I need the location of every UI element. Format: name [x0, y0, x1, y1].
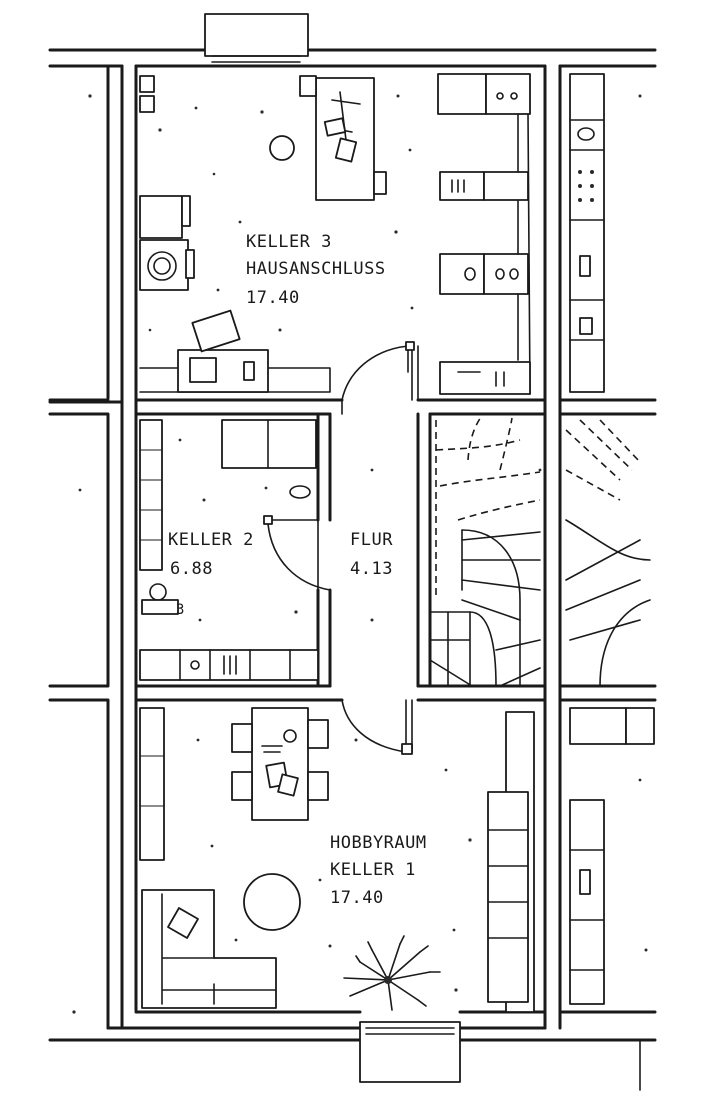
door-swing-icon — [341, 699, 413, 755]
room-area: 6.88 — [170, 559, 213, 579]
keller-3-furniture — [139, 73, 531, 395]
table-icon — [231, 707, 329, 821]
hobbyraum-furniture — [139, 707, 535, 1013]
room-subtitle: HAUSANSCHLUSS — [246, 259, 386, 279]
window-icon — [204, 13, 309, 63]
table-icon — [299, 75, 387, 201]
room-area: 17.40 — [330, 888, 384, 908]
room-subtitle: KELLER 1 — [330, 860, 416, 880]
neighbour-furniture — [569, 73, 655, 1091]
room-label-keller-2: KELLER 2 6.88 — [168, 530, 254, 579]
room-name: KELLER 3 — [246, 232, 332, 252]
room-name: KELLER 2 — [168, 530, 254, 550]
plant-icon — [343, 935, 441, 1011]
keller-2-furniture: 3 — [139, 419, 319, 681]
texture-specks — [72, 94, 648, 1014]
door-swing-icon — [263, 515, 331, 591]
room-label-hobbyraum: HOBBYRAUM KELLER 1 17.40 — [330, 833, 427, 908]
sofa-icon — [141, 889, 277, 1009]
room-label-flur: FLUR 4.13 — [350, 530, 393, 579]
room-name: HOBBYRAUM — [330, 833, 427, 853]
stair-icon — [429, 417, 541, 687]
room-area: 17.40 — [246, 288, 300, 308]
walls — [48, 48, 657, 1042]
window-icon — [359, 1021, 461, 1083]
door-swing-icon — [341, 341, 419, 415]
svg-text:3: 3 — [176, 602, 185, 618]
room-name: FLUR — [350, 530, 393, 550]
shelf-icon — [139, 419, 163, 571]
room-label-keller-3: KELLER 3 HAUSANSCHLUSS 17.40 — [246, 232, 386, 308]
stair-icon — [565, 419, 651, 687]
room-area: 4.13 — [350, 559, 393, 579]
